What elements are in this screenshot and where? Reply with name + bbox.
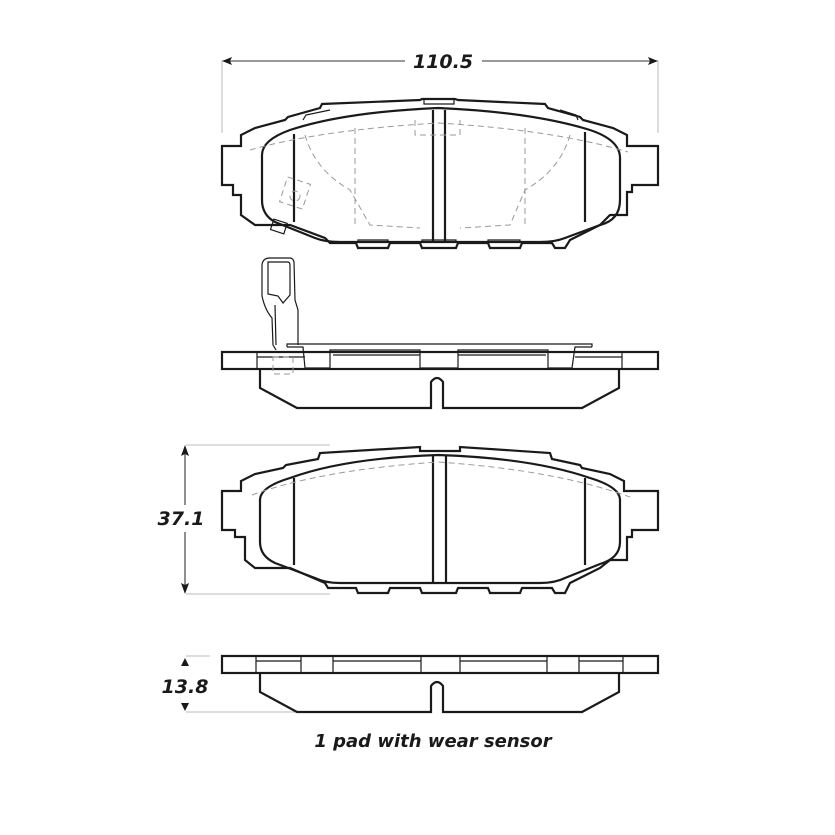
edge-view-with-sensor — [220, 257, 660, 410]
height-dimension: 37.1 — [158, 444, 330, 595]
arrow-up-icon — [181, 658, 189, 666]
arrow-down-icon — [181, 583, 189, 594]
arrow-left-icon — [222, 57, 232, 65]
arrow-right-icon — [648, 57, 658, 65]
face-view-top — [220, 97, 660, 250]
caption: 1 pad with wear sensor — [314, 731, 552, 752]
thickness-dimension-label: 13.8 — [162, 676, 209, 698]
arrow-down-icon — [181, 703, 189, 711]
edge-view — [220, 654, 660, 714]
wear-sensor-outline — [269, 176, 312, 235]
wear-sensor-clip — [261, 257, 299, 351]
width-dimension-label: 110.5 — [413, 51, 473, 73]
face-view-bottom — [220, 445, 660, 595]
arrow-up-icon — [181, 445, 189, 456]
width-dimension: 110.5 — [221, 51, 659, 133]
height-dimension-label: 37.1 — [158, 508, 205, 530]
thickness-dimension: 13.8 — [162, 655, 300, 713]
